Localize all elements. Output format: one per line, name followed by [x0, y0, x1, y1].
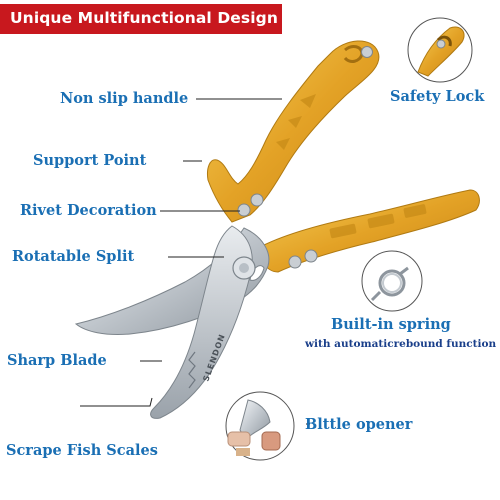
lower-handle	[260, 189, 480, 273]
label-sharp-blade: Sharp Blade	[7, 352, 107, 369]
blades	[74, 225, 270, 419]
label-scrape-fish-scales: Scrape Fish Scales	[6, 442, 158, 459]
label-built-in-spring: Built-in spring	[331, 316, 451, 333]
label-rotatable-split: Rotatable Split	[12, 248, 135, 265]
title-banner: Unique Multifunctional Design	[0, 4, 282, 34]
leader-lines	[80, 98, 310, 425]
upper-handle	[207, 40, 380, 223]
label-bottle-opener: Blttle opener	[305, 416, 413, 433]
label-rivet-decoration: Rivet Decoration	[20, 202, 157, 219]
label-safety-lock: Safety Lock	[390, 88, 485, 105]
label-built-in-spring-sub: with automaticrebound function	[305, 338, 497, 350]
label-non-slip-handle: Non slip handle	[60, 90, 189, 107]
label-support-point: Support Point	[33, 152, 147, 169]
bottle-opener-closeup	[225, 391, 295, 461]
banner-title: Unique Multifunctional Design	[10, 9, 278, 27]
spring-closeup	[361, 250, 423, 312]
safety-lock-closeup	[407, 17, 473, 83]
